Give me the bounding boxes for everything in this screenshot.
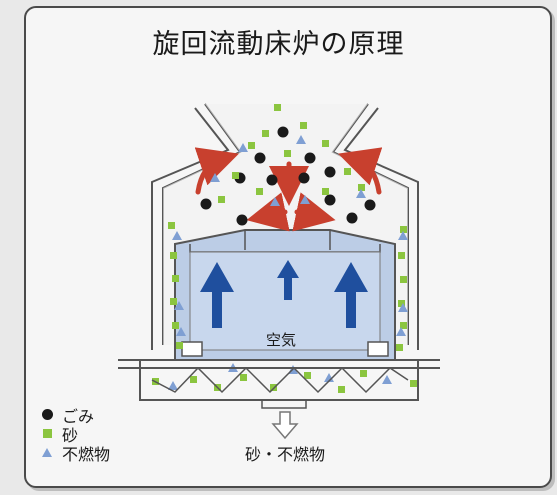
legend-item-sand: 砂 xyxy=(38,424,110,445)
circulation-arrows xyxy=(194,147,383,232)
blue-triangle-icon xyxy=(38,448,56,457)
legend-label-sand: 砂 xyxy=(62,425,79,445)
air-arrow-center xyxy=(277,260,299,300)
sand-particles xyxy=(152,104,417,393)
furnace-base xyxy=(118,359,440,409)
air-arrow-left xyxy=(200,262,234,328)
flow-arrow-split-right xyxy=(292,192,336,232)
legend-item-garbage: ごみ xyxy=(38,405,110,426)
legend-label-garbage: ごみ xyxy=(62,406,95,426)
incombustible-particles xyxy=(168,135,408,390)
garbage-particles xyxy=(200,126,376,226)
flow-arrow-left-up xyxy=(194,147,239,195)
flow-arrow-split-left xyxy=(246,192,290,232)
air-label: 空気 xyxy=(266,331,297,349)
air-arrow-right xyxy=(334,262,368,328)
legend-label-incombustible: 不燃物 xyxy=(62,444,111,464)
diagram-title: 旋回流動床炉の原理 xyxy=(152,29,405,60)
output-label: 砂・不燃物 xyxy=(245,445,326,464)
legend-item-incombustible: 不燃物 xyxy=(38,443,111,464)
air-arrows xyxy=(200,260,368,328)
black-circle-icon xyxy=(38,409,56,420)
legend: ごみ 砂 不燃物 xyxy=(38,405,111,464)
flow-arrow-right-up xyxy=(338,147,383,195)
output-arrow xyxy=(271,411,299,440)
green-square-icon xyxy=(38,429,56,438)
